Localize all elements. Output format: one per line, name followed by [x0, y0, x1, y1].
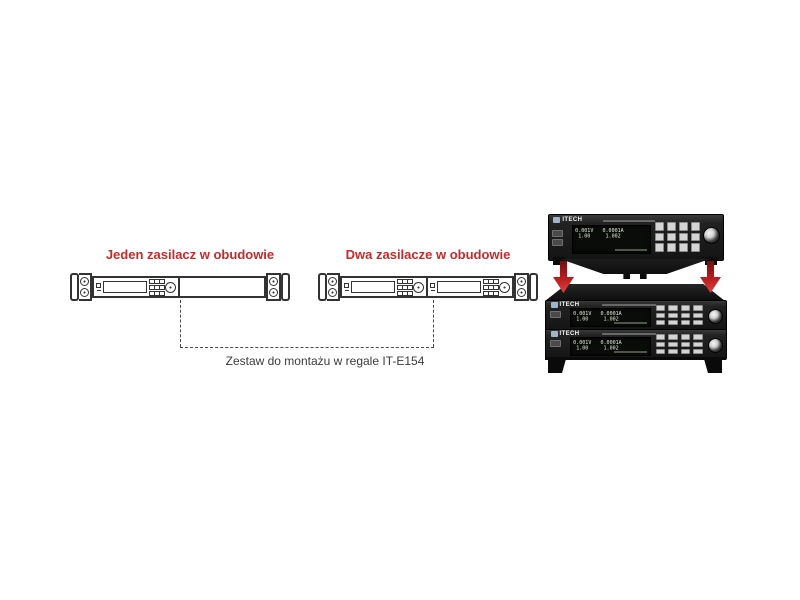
module-keypad [397, 278, 413, 296]
rack-flange [318, 273, 327, 301]
display-status-bar [614, 351, 648, 354]
instrument-display: 0.001V 0.0001A 1.00 1.002 [570, 336, 652, 357]
model-text-bar [601, 333, 656, 336]
supply-module [94, 278, 180, 296]
rotary-knob [702, 227, 720, 245]
brand-name: ITECH [559, 302, 580, 309]
power-button-column [344, 283, 349, 291]
rack-plate [327, 273, 340, 301]
rack-ear-right [514, 273, 538, 301]
chassis-foot [548, 359, 566, 373]
module-knob [165, 281, 176, 293]
rack-ear-right [266, 273, 290, 301]
rack-flange [529, 273, 538, 301]
instrument-display: 0.001V 0.0001A 1.00 1.002 [570, 307, 652, 328]
front-button [549, 339, 561, 347]
power-button-icon [96, 283, 101, 288]
module-keypad [483, 278, 499, 296]
display-status-bar [614, 249, 648, 252]
screw-icon [328, 277, 337, 286]
rack-plate [266, 273, 281, 301]
chassis-base-bar [545, 357, 725, 360]
chassis-foot [704, 359, 722, 373]
rack-flange [281, 273, 290, 301]
display-status-bar [614, 322, 648, 325]
module-display [103, 281, 147, 293]
screw-icon [269, 288, 278, 297]
vent-tick [344, 290, 349, 291]
front-button [552, 230, 564, 238]
vent-tick [96, 290, 101, 291]
screw-icon [80, 277, 89, 286]
rack-drawing-single [70, 273, 290, 301]
front-keypad [655, 334, 703, 355]
screw-icon [517, 288, 526, 297]
display-readout: 0.001V 0.0001A 1.00 1.002 [573, 310, 623, 322]
brand-logo: ITECH [550, 302, 580, 309]
model-text-bar [601, 304, 656, 307]
screw-icon [517, 277, 526, 286]
power-button-column [96, 283, 101, 291]
itech-logo-icon [550, 331, 558, 338]
itech-logo-icon [550, 302, 558, 309]
rack-plate [79, 273, 92, 301]
front-button [549, 310, 561, 318]
screw-icon [80, 288, 89, 297]
module-knob [413, 281, 424, 293]
power-button-column [430, 283, 435, 291]
dashed-connector-right [433, 300, 434, 347]
power-button-icon [344, 283, 349, 288]
instrument-stack-upper: ITECH 0.001V 0.0001A 1.00 1.002 [545, 300, 727, 331]
supply-module [342, 278, 428, 296]
kit-caption: Zestaw do montażu w regale IT-E154 [225, 354, 425, 368]
instrument-top: ITECH 0.001V 0.0001A 1.00 1.002 [548, 214, 724, 261]
instrument-stack-lower: ITECH 0.001V 0.0001A 1.00 1.002 [545, 329, 727, 360]
front-left-buttons [549, 339, 561, 347]
front-left-buttons [552, 230, 564, 247]
module-display [437, 281, 481, 293]
display-readout: 0.001V 0.0001A 1.00 1.002 [573, 339, 623, 351]
rack-body [340, 276, 514, 298]
rotary-knob [707, 337, 723, 353]
brand-name: ITECH [562, 217, 583, 224]
display-readout: 0.001V 0.0001A 1.00 1.002 [575, 227, 625, 240]
rack-body [92, 276, 266, 298]
dashed-connector-left [180, 300, 181, 347]
instrument-display: 0.001V 0.0001A 1.00 1.002 [572, 225, 652, 255]
model-text-bar [602, 219, 656, 222]
rack-ear-left [70, 273, 92, 301]
dashed-connector-bottom [180, 347, 434, 348]
screw-icon [328, 288, 337, 297]
front-button [552, 239, 564, 247]
chassis-top-lid [545, 284, 725, 301]
vent-tick [430, 290, 435, 291]
chassis-foot [553, 257, 565, 265]
brand-logo: ITECH [550, 331, 580, 338]
screw-icon [269, 277, 278, 286]
chassis-underside [560, 259, 710, 279]
heading-double-supply: Dwa zasilacze w obudowie [345, 247, 511, 262]
module-knob [499, 281, 510, 293]
front-keypad [655, 305, 703, 326]
heading-single-supply: Jeden zasilacz w obudowie [105, 247, 275, 262]
supply-module [428, 278, 512, 296]
rack-flange [70, 273, 79, 301]
module-keypad [149, 278, 165, 296]
rack-plate [514, 273, 529, 301]
front-keypad [655, 221, 701, 253]
power-button-icon [430, 283, 435, 288]
blank-panel [180, 278, 264, 296]
brand-name: ITECH [559, 331, 580, 338]
brand-logo: ITECH [553, 217, 583, 224]
itech-logo-icon [553, 217, 561, 224]
rack-ear-left [318, 273, 340, 301]
rotary-knob [707, 308, 723, 324]
module-display [351, 281, 395, 293]
front-left-buttons [549, 310, 561, 318]
rack-drawing-double [318, 273, 538, 301]
